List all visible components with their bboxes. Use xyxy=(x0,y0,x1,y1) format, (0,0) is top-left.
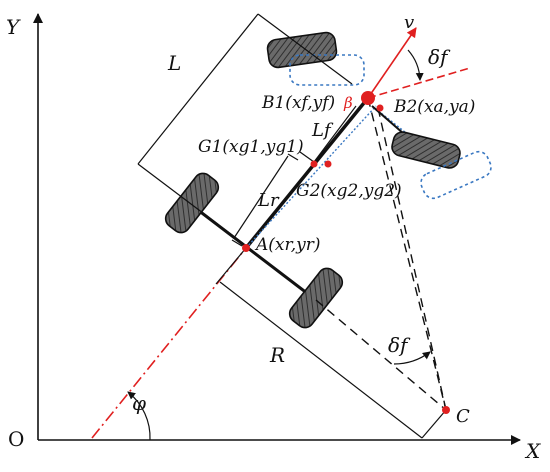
dimension-L-line xyxy=(137,13,259,165)
length-Lf-label: Lf xyxy=(311,120,334,141)
vehicle-body-dotted xyxy=(245,105,377,249)
point-C-label: C xyxy=(456,406,470,427)
front-wheel-upper-steered xyxy=(289,54,365,86)
dimension-Lf-ext xyxy=(299,151,315,163)
heading-angle-arc xyxy=(127,391,151,441)
radius-R-label: R xyxy=(269,343,285,367)
heading-phi-label: φ xyxy=(132,391,146,415)
steer-delta-bottom-label: δf xyxy=(388,333,411,357)
rear-axle xyxy=(197,208,317,302)
dimension-R-ext xyxy=(215,247,247,285)
length-Lr-label: Lr xyxy=(257,190,280,211)
steering-direction-line xyxy=(367,67,471,99)
point-G1-label: G1(xg1,yg1) xyxy=(198,137,304,157)
rear-wheel-right xyxy=(288,267,344,329)
dimension-L-bottom-ext xyxy=(137,163,245,245)
dimension-R-line xyxy=(219,281,423,439)
slip-beta-label: β xyxy=(343,94,353,112)
dashed-ray-rear xyxy=(315,299,447,411)
dashed-ray-front-lower xyxy=(377,107,447,411)
length-L-label: L xyxy=(167,51,181,75)
point-G2-label: G2(xg2,yg2) xyxy=(296,181,402,201)
dimension-R-cap xyxy=(421,409,447,439)
point-A-label: A(xr,yr) xyxy=(254,235,321,255)
point-G2-marker xyxy=(324,160,332,168)
point-A-marker xyxy=(242,244,250,252)
point-B2-label: B2(xa,ya) xyxy=(393,97,475,117)
point-B1-label: B1(xf,yf) xyxy=(261,93,335,113)
point-B1-marker xyxy=(361,91,375,105)
axis-x-label: X xyxy=(524,439,541,463)
steer-delta-top-label: δf xyxy=(428,45,451,69)
vehicle-body xyxy=(244,96,370,250)
velocity-v-label: v xyxy=(404,12,414,33)
dimension-L-top-ext xyxy=(257,13,353,85)
front-wheel-upper xyxy=(266,31,338,69)
front-wheel-lower xyxy=(391,131,461,169)
origin-label: O xyxy=(8,427,24,451)
axis-y-label: Y xyxy=(6,15,21,39)
dimension-Lf-line xyxy=(313,105,357,163)
dimension-Lr-ext-bottom xyxy=(231,239,243,247)
point-C-marker xyxy=(442,406,450,414)
front-wheel-lower-steered xyxy=(420,150,492,200)
dimension-Lr-ext-top xyxy=(287,153,299,161)
dimension-Lr-line xyxy=(233,155,289,239)
point-B2-marker xyxy=(376,104,384,112)
velocity-vector xyxy=(367,27,417,99)
steer-angle-arc-top xyxy=(407,49,424,81)
rear-wheel-left xyxy=(164,172,220,234)
dashed-ray-front-upper xyxy=(367,97,447,411)
point-G1-marker xyxy=(310,160,318,168)
steer-angle-arc-bottom xyxy=(393,351,431,365)
